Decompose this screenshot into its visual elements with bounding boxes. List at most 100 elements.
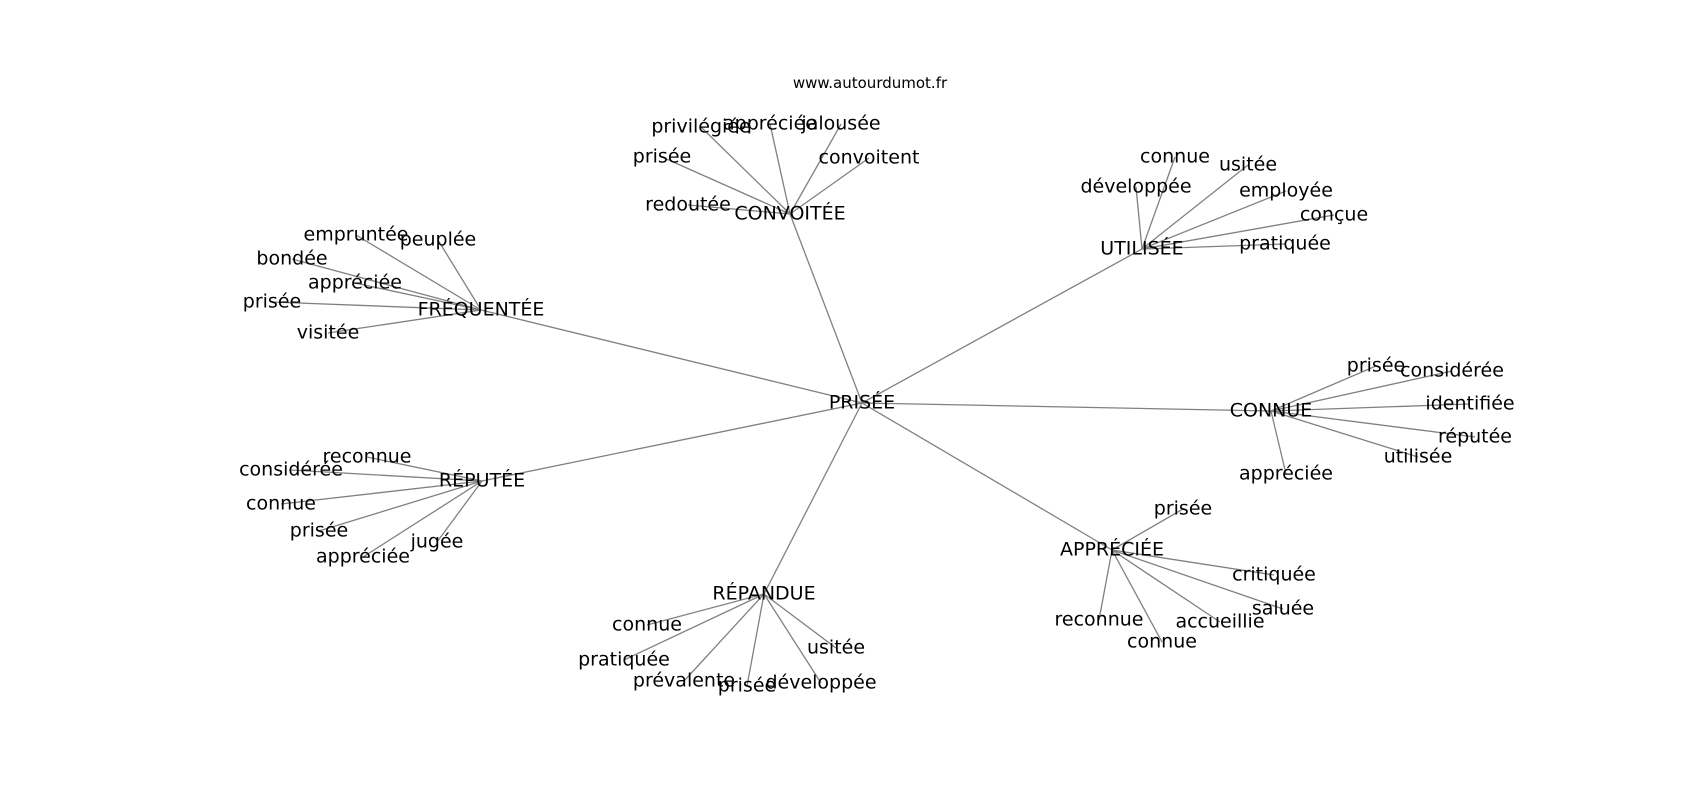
edge-connue-leaf — [1270, 403, 1471, 412]
edge-frequentee-leaf — [327, 309, 482, 334]
edge-frequentee-leaf — [354, 282, 482, 311]
edge-connue-leaf — [1270, 410, 1476, 438]
edge-reputee-leaf — [280, 480, 483, 505]
edge-convoitee-leaf — [789, 123, 842, 215]
edge-frequentee-leaf — [437, 239, 482, 311]
edge-utilisee-leaf — [1141, 190, 1287, 250]
graph-labels: PRISÉECONVOITÉEprivilégiéeappréciéejalou… — [239, 113, 1514, 697]
leaf-node-repandue: développée — [765, 672, 876, 694]
edge-repandue-leaf — [623, 593, 765, 661]
center-node-label: PRISÉE — [829, 391, 895, 414]
leaf-node-reputee: reconnue — [323, 446, 412, 468]
leaf-node-connue: utilisée — [1384, 446, 1453, 468]
leaf-node-frequentee: peuplée — [400, 229, 477, 251]
edge-frequentee-leaf — [271, 301, 482, 311]
leaf-node-reputee: appréciée — [316, 546, 410, 568]
hub-node-frequentee: FRÉQUENTÉE — [418, 298, 545, 321]
leaf-node-repandue: pratiquée — [578, 649, 670, 671]
edge-utilisee-leaf — [1141, 164, 1249, 250]
edge-connue-leaf — [1270, 365, 1377, 412]
edge-reputee-leaf — [366, 456, 483, 482]
leaf-node-connue: considérée — [1400, 360, 1504, 382]
edge-reputee-leaf — [290, 469, 483, 482]
leaf-node-reputee: prisée — [290, 520, 348, 542]
hub-node-connue: CONNUE — [1230, 400, 1313, 422]
leaf-node-appreciee: prisée — [1154, 498, 1212, 520]
leaf-node-appreciee: accueillie — [1175, 611, 1264, 633]
leaf-node-appreciee: critiquée — [1232, 564, 1316, 586]
edge-appreciee-leaf — [1111, 549, 1275, 576]
leaf-node-reputee: connue — [246, 493, 316, 515]
edge-appreciee-leaf — [1098, 549, 1113, 621]
leaf-node-repandue: usitée — [807, 637, 865, 659]
edge-convoitee-leaf — [687, 204, 791, 215]
leaf-node-convoitee: convoitent — [819, 147, 920, 169]
leaf-node-frequentee: appréciée — [308, 272, 402, 294]
edge-repandue-leaf — [746, 593, 765, 687]
leaf-node-reputee: jugée — [410, 531, 464, 553]
edge-reputee-leaf — [436, 480, 483, 543]
edge-utilisee-leaf — [1141, 243, 1286, 250]
edge-appreciee-leaf — [1111, 549, 1163, 643]
watermark-url: www.autourdumot.fr — [793, 74, 948, 92]
edge-reputee-leaf — [362, 480, 483, 558]
leaf-node-connue: prisée — [1347, 355, 1405, 377]
leaf-node-convoitee: prisée — [633, 146, 691, 168]
leaf-node-frequentee: empruntée — [304, 224, 409, 246]
edge-center-frequentee — [480, 309, 863, 404]
leaf-node-frequentee: prisée — [243, 291, 301, 313]
hub-node-repandue: RÉPANDUE — [712, 582, 815, 605]
edge-connue-leaf — [1270, 370, 1453, 412]
leaf-node-utilisee: développée — [1080, 176, 1191, 198]
hub-node-utilisee: UTILISÉE — [1100, 237, 1183, 260]
edge-repandue-leaf — [683, 593, 765, 682]
leaf-node-connue: appréciée — [1239, 463, 1333, 485]
leaf-node-frequentee: visitée — [297, 322, 360, 344]
edge-frequentee-leaf — [291, 258, 482, 311]
edge-repandue-leaf — [646, 593, 765, 626]
edge-center-repandue — [763, 402, 863, 595]
leaf-node-utilisee: connue — [1140, 146, 1210, 168]
leaf-node-convoitee: redoutée — [645, 194, 731, 216]
graph-edges — [271, 123, 1476, 687]
edge-convoitee-leaf — [789, 157, 870, 215]
leaf-node-appreciee: saluée — [1252, 598, 1314, 620]
leaf-node-convoitee: appréciée — [723, 113, 817, 135]
leaf-node-connue: identifiée — [1425, 393, 1514, 415]
edge-reputee-leaf — [318, 480, 483, 532]
edge-connue-leaf — [1270, 410, 1419, 458]
leaf-node-reputee: considérée — [239, 459, 343, 481]
edge-utilisee-leaf — [1141, 156, 1176, 250]
edge-repandue-leaf — [763, 593, 837, 649]
edge-appreciee-leaf — [1111, 549, 1221, 623]
edge-connue-leaf — [1270, 410, 1287, 475]
leaf-node-repandue: prisée — [718, 675, 776, 697]
leaf-node-convoitee: privilégiée — [651, 116, 750, 138]
leaf-node-convoitee: jalousée — [800, 113, 880, 135]
edge-center-utilisee — [861, 248, 1143, 404]
edge-center-convoitee — [789, 213, 863, 404]
leaf-node-utilisee: conçue — [1300, 204, 1368, 226]
leaf-node-repandue: connue — [612, 614, 682, 636]
edge-center-appreciee — [861, 402, 1113, 551]
edge-convoitee-leaf — [769, 123, 791, 215]
edge-center-connue — [861, 402, 1272, 412]
leaf-node-appreciee: reconnue — [1055, 609, 1144, 631]
edge-center-reputee — [481, 402, 863, 482]
leaf-node-utilisee: usitée — [1219, 154, 1277, 176]
leaf-node-utilisee: pratiquée — [1239, 233, 1331, 255]
leaf-node-utilisee: employée — [1239, 180, 1333, 202]
edge-convoitee-leaf — [661, 156, 791, 215]
hub-node-reputee: RÉPUTÉE — [439, 469, 525, 492]
edge-appreciee-leaf — [1111, 549, 1284, 610]
hub-node-appreciee: APPRÉCIÉE — [1060, 538, 1164, 561]
edge-utilisee-leaf — [1135, 186, 1143, 250]
edge-utilisee-leaf — [1141, 214, 1335, 250]
edge-repandue-leaf — [763, 593, 822, 684]
leaf-node-appreciee: connue — [1127, 631, 1197, 653]
leaf-node-connue: réputée — [1438, 426, 1512, 448]
leaf-node-frequentee: bondée — [256, 248, 327, 270]
leaf-node-repandue: prévalente — [633, 670, 735, 692]
edge-appreciee-leaf — [1111, 508, 1184, 551]
